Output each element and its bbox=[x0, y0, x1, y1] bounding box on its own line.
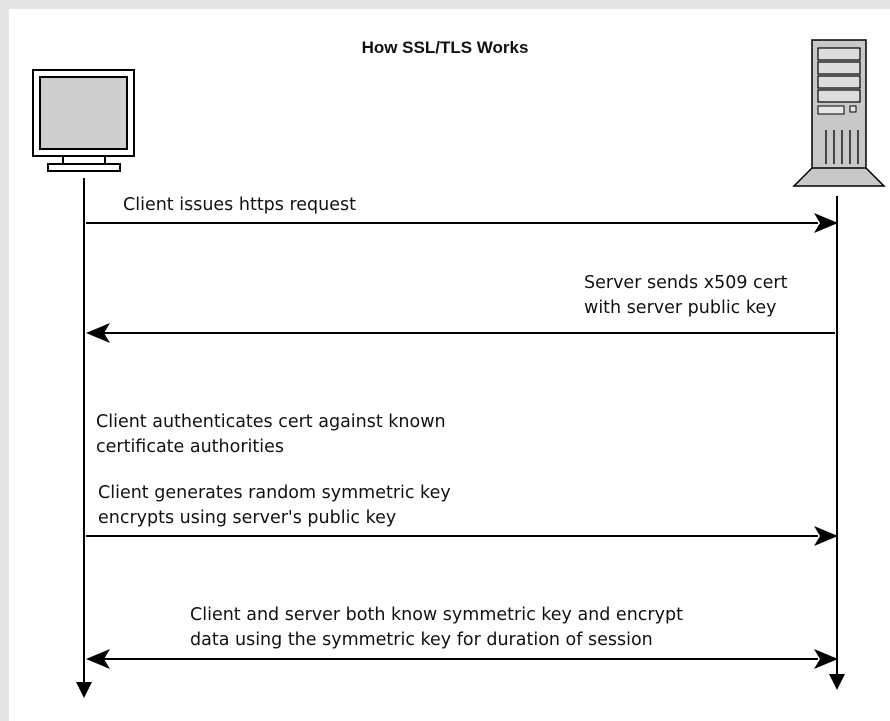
server-lifeline-arrowhead bbox=[829, 674, 845, 690]
message-label-send-cert: Server sends x509 cert with server publi… bbox=[584, 271, 787, 321]
message-label-symmetric-key: Client generates random symmetric key en… bbox=[98, 481, 451, 531]
message-line: Client generates random symmetric key bbox=[98, 483, 451, 503]
message-line: certificate authorities bbox=[96, 437, 285, 457]
message-line: Client issues https request bbox=[123, 195, 356, 215]
message-label-session: Client and server both know symmetric ke… bbox=[190, 603, 683, 653]
message-arrow-https-request bbox=[86, 213, 838, 233]
message-line: Client and server both know symmetric ke… bbox=[190, 605, 683, 625]
message-line: data using the symmetric key for duratio… bbox=[190, 630, 653, 650]
message-label-https-request: Client issues https request bbox=[123, 193, 356, 218]
message-arrow-symmetric-key bbox=[86, 526, 838, 546]
message-arrow-send-cert bbox=[86, 323, 835, 343]
monitor-icon bbox=[32, 69, 135, 172]
message-label-authenticate-cert: Client authenticates cert against known … bbox=[96, 410, 446, 460]
server-tower-icon bbox=[792, 39, 886, 187]
diagram-title: How SSL/TLS Works bbox=[361, 38, 529, 57]
client-lifeline-arrowhead bbox=[76, 682, 92, 698]
message-line: encrypts using server's public key bbox=[98, 508, 397, 528]
message-line: with server public key bbox=[584, 298, 777, 318]
message-arrow-session bbox=[86, 649, 838, 669]
message-line: Client authenticates cert against known bbox=[96, 412, 446, 432]
diagram-canvas bbox=[9, 9, 890, 721]
message-line: Server sends x509 cert bbox=[584, 273, 788, 293]
